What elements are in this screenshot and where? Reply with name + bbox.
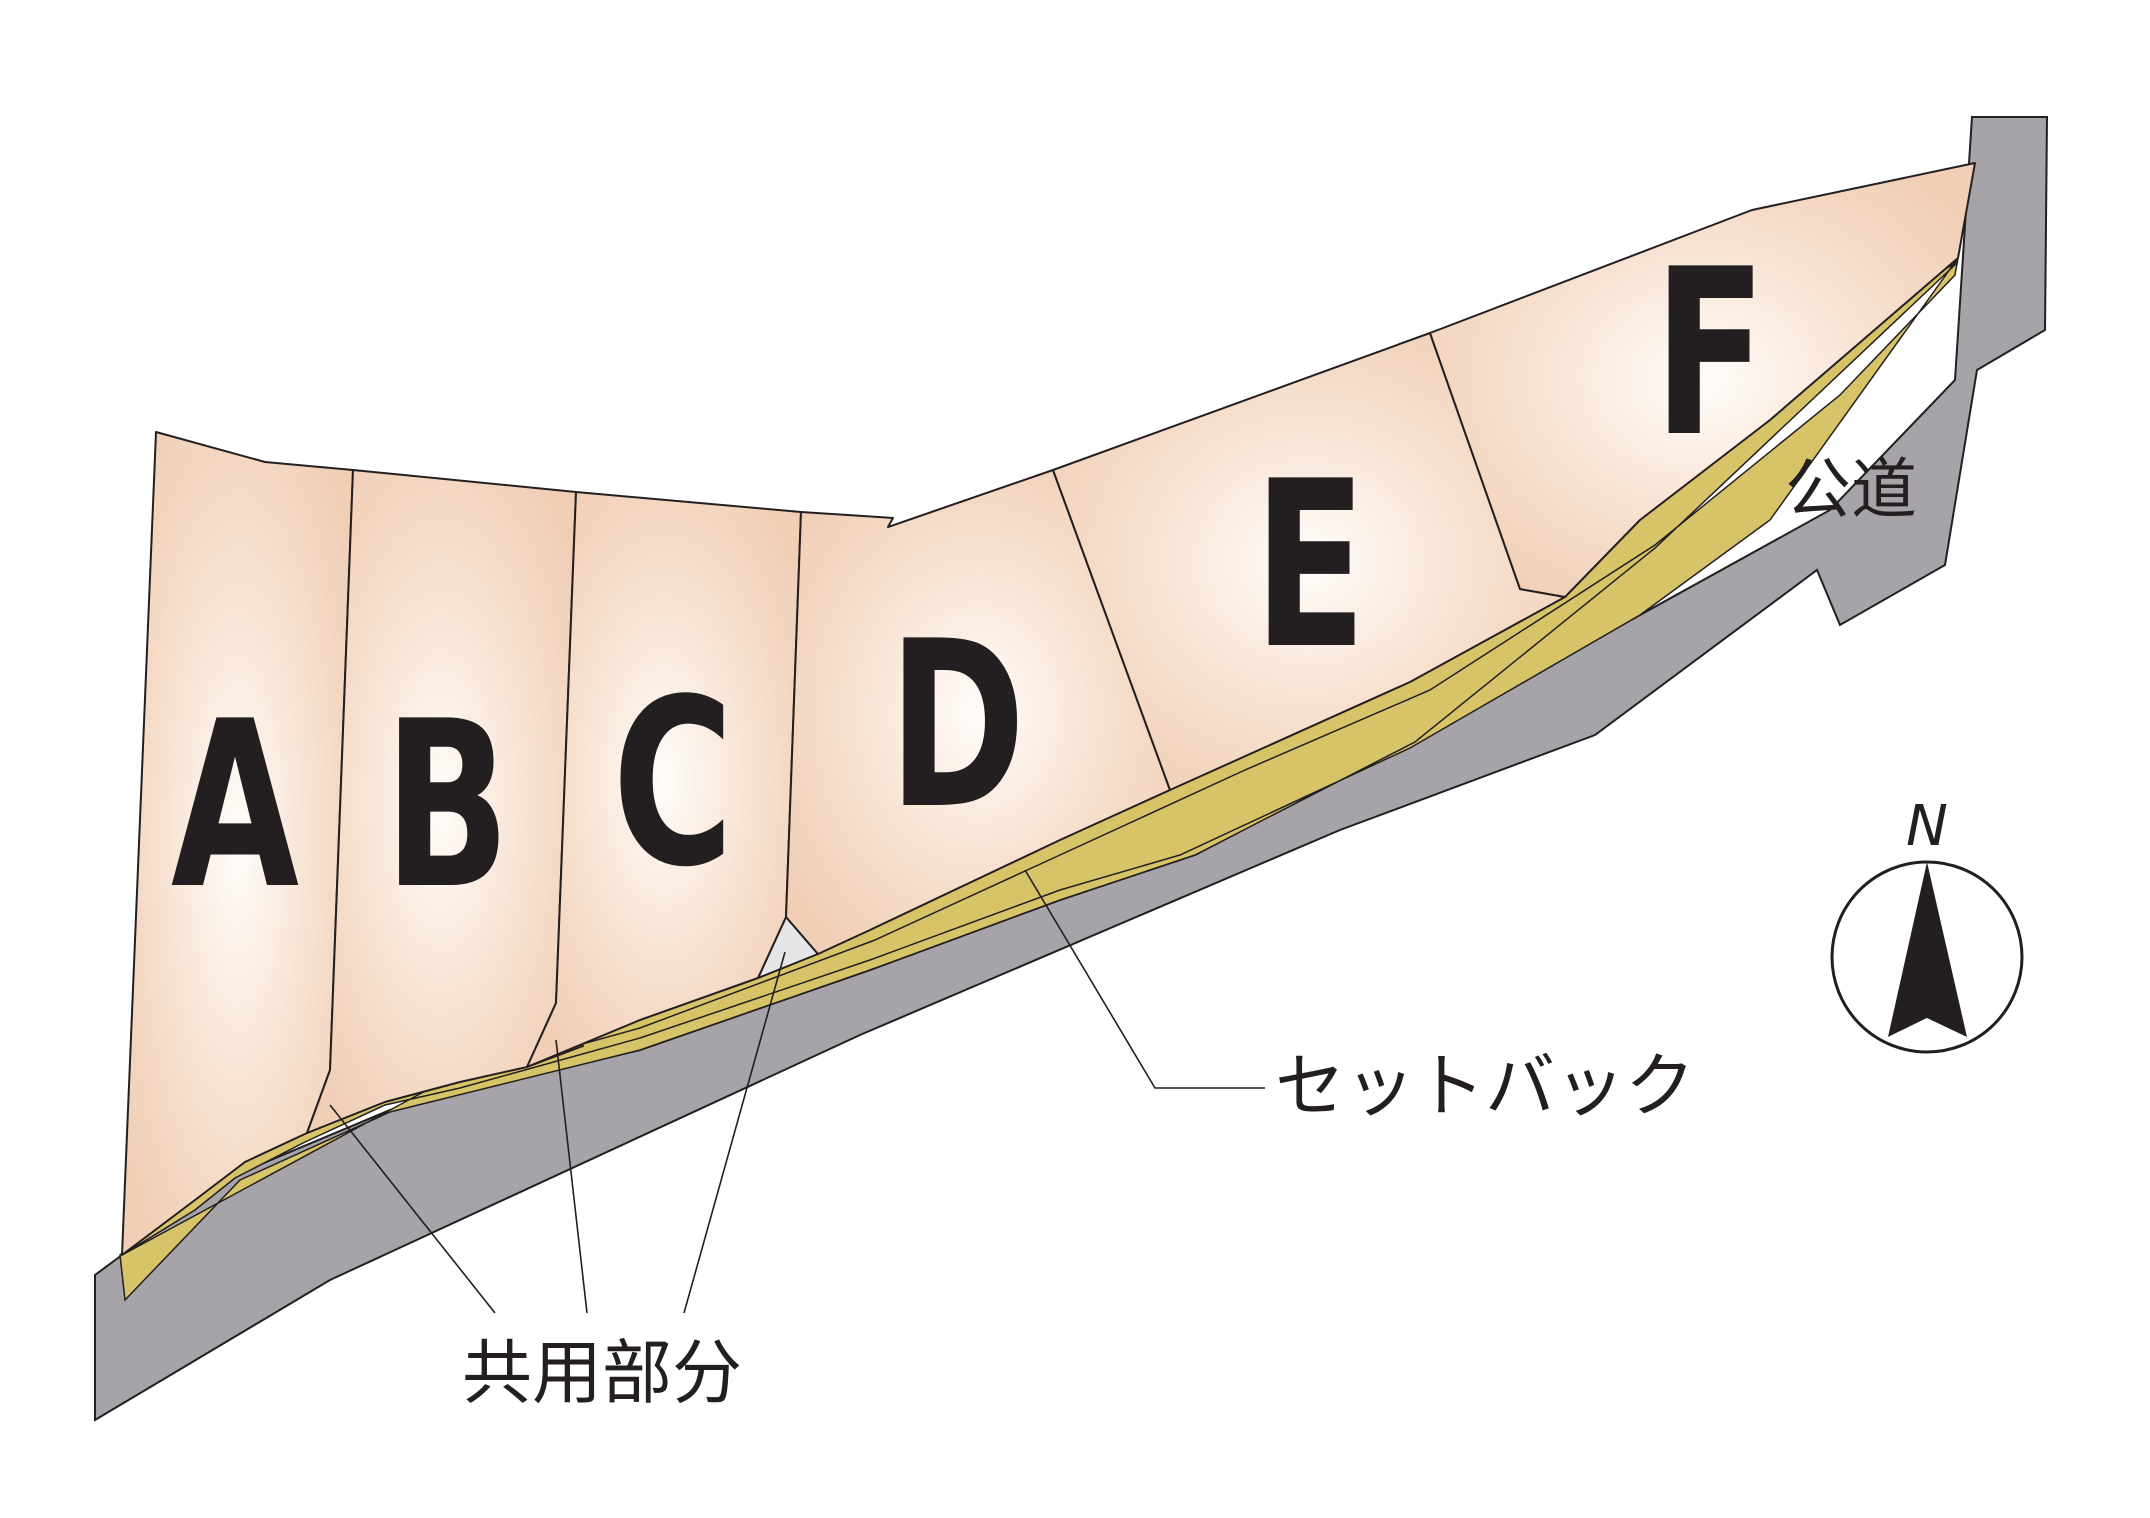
lot-d[interactable]	[785, 469, 1171, 955]
lot-label-d: D	[888, 593, 1025, 860]
lot-label-b: B	[384, 673, 510, 940]
north-arrow-icon	[1830, 860, 2024, 1054]
north-label: N	[1906, 794, 1948, 859]
lot-label-f: F	[1653, 221, 1766, 488]
lot-f[interactable]	[1429, 162, 1976, 598]
road-label: 公道	[1785, 451, 1917, 528]
shared-area-label: 共用部分	[462, 1332, 742, 1414]
lot-label-a: A	[171, 673, 299, 940]
setback-label: セットバック	[1275, 1045, 1695, 1127]
setback-leader-line	[1024, 869, 1265, 1089]
shared-leader-line-2	[555, 1039, 588, 1314]
lot-label-e: E	[1253, 433, 1366, 700]
shared-leader-line-3	[683, 951, 786, 1314]
shared-leader-line-1	[329, 1104, 496, 1314]
lot-label-c: C	[612, 651, 734, 918]
